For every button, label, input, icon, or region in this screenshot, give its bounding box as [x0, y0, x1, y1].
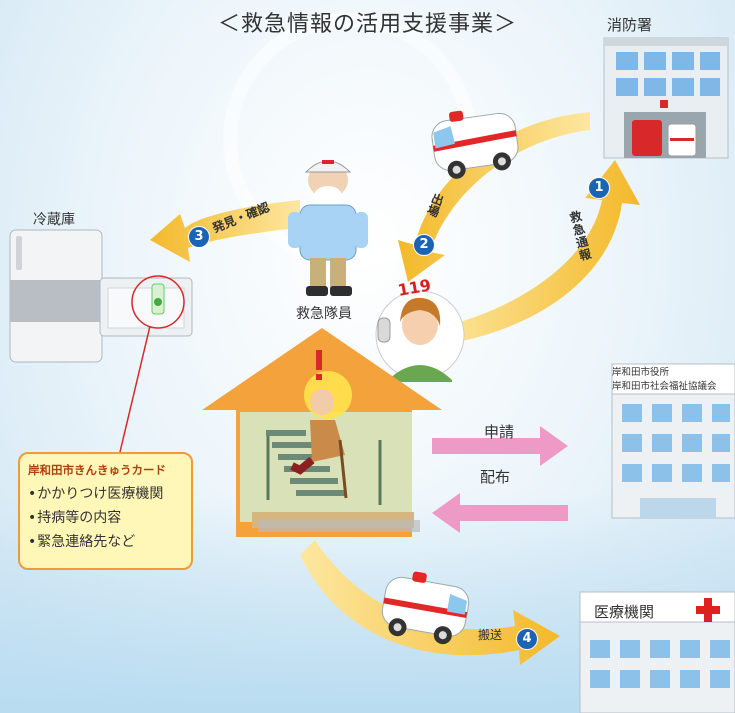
fire-station-building: [603, 37, 729, 159]
ambulance-top: [431, 110, 519, 179]
house-scene: [202, 328, 442, 537]
arrow-transport: [300, 540, 560, 665]
step-4-badge: 4: [516, 628, 538, 650]
refrigerator-label: 冷蔵庫: [33, 212, 75, 228]
hospital-building: [579, 591, 735, 713]
step-2-badge: 2: [413, 234, 435, 256]
ems-crew-figure: [288, 160, 368, 296]
step-1-badge: 1: [588, 177, 610, 199]
arrow-find-confirm: [150, 200, 300, 262]
card-item: かかりつけ医療機関: [28, 482, 183, 506]
social-welfare-council-label: 岸和田市社会福祉協議会: [612, 381, 717, 392]
card-item: 緊急連絡先など: [28, 530, 183, 554]
ambulance-bottom: [381, 571, 470, 645]
caller-figure: 119: [375, 275, 465, 382]
city-office-building: [611, 363, 735, 519]
city-office-label: 岸和田市役所: [612, 367, 670, 378]
ems-crew-label: 救急隊員: [296, 306, 352, 322]
arrow-apply: [432, 426, 568, 466]
emergency-card-info-box: 岸和田市きんきゅうカード かかりつけ医療機関 持病等の内容 緊急連絡先など: [18, 452, 193, 570]
apply-label: 申請: [484, 423, 515, 441]
fire-station-label: 消防署: [607, 16, 653, 34]
step-3-badge: 3: [188, 226, 210, 248]
refrigerator: [9, 229, 193, 453]
hospital-label: 医療機関: [594, 603, 655, 621]
card-title: 岸和田市きんきゅうカード: [28, 463, 166, 477]
arrow-distribute: [432, 493, 568, 533]
page-title: ＜救急情報の活用支援事業＞: [217, 12, 517, 37]
distribute-label: 配布: [480, 468, 511, 486]
transport-label: 搬送: [478, 628, 503, 642]
card-item: 持病等の内容: [28, 506, 183, 530]
